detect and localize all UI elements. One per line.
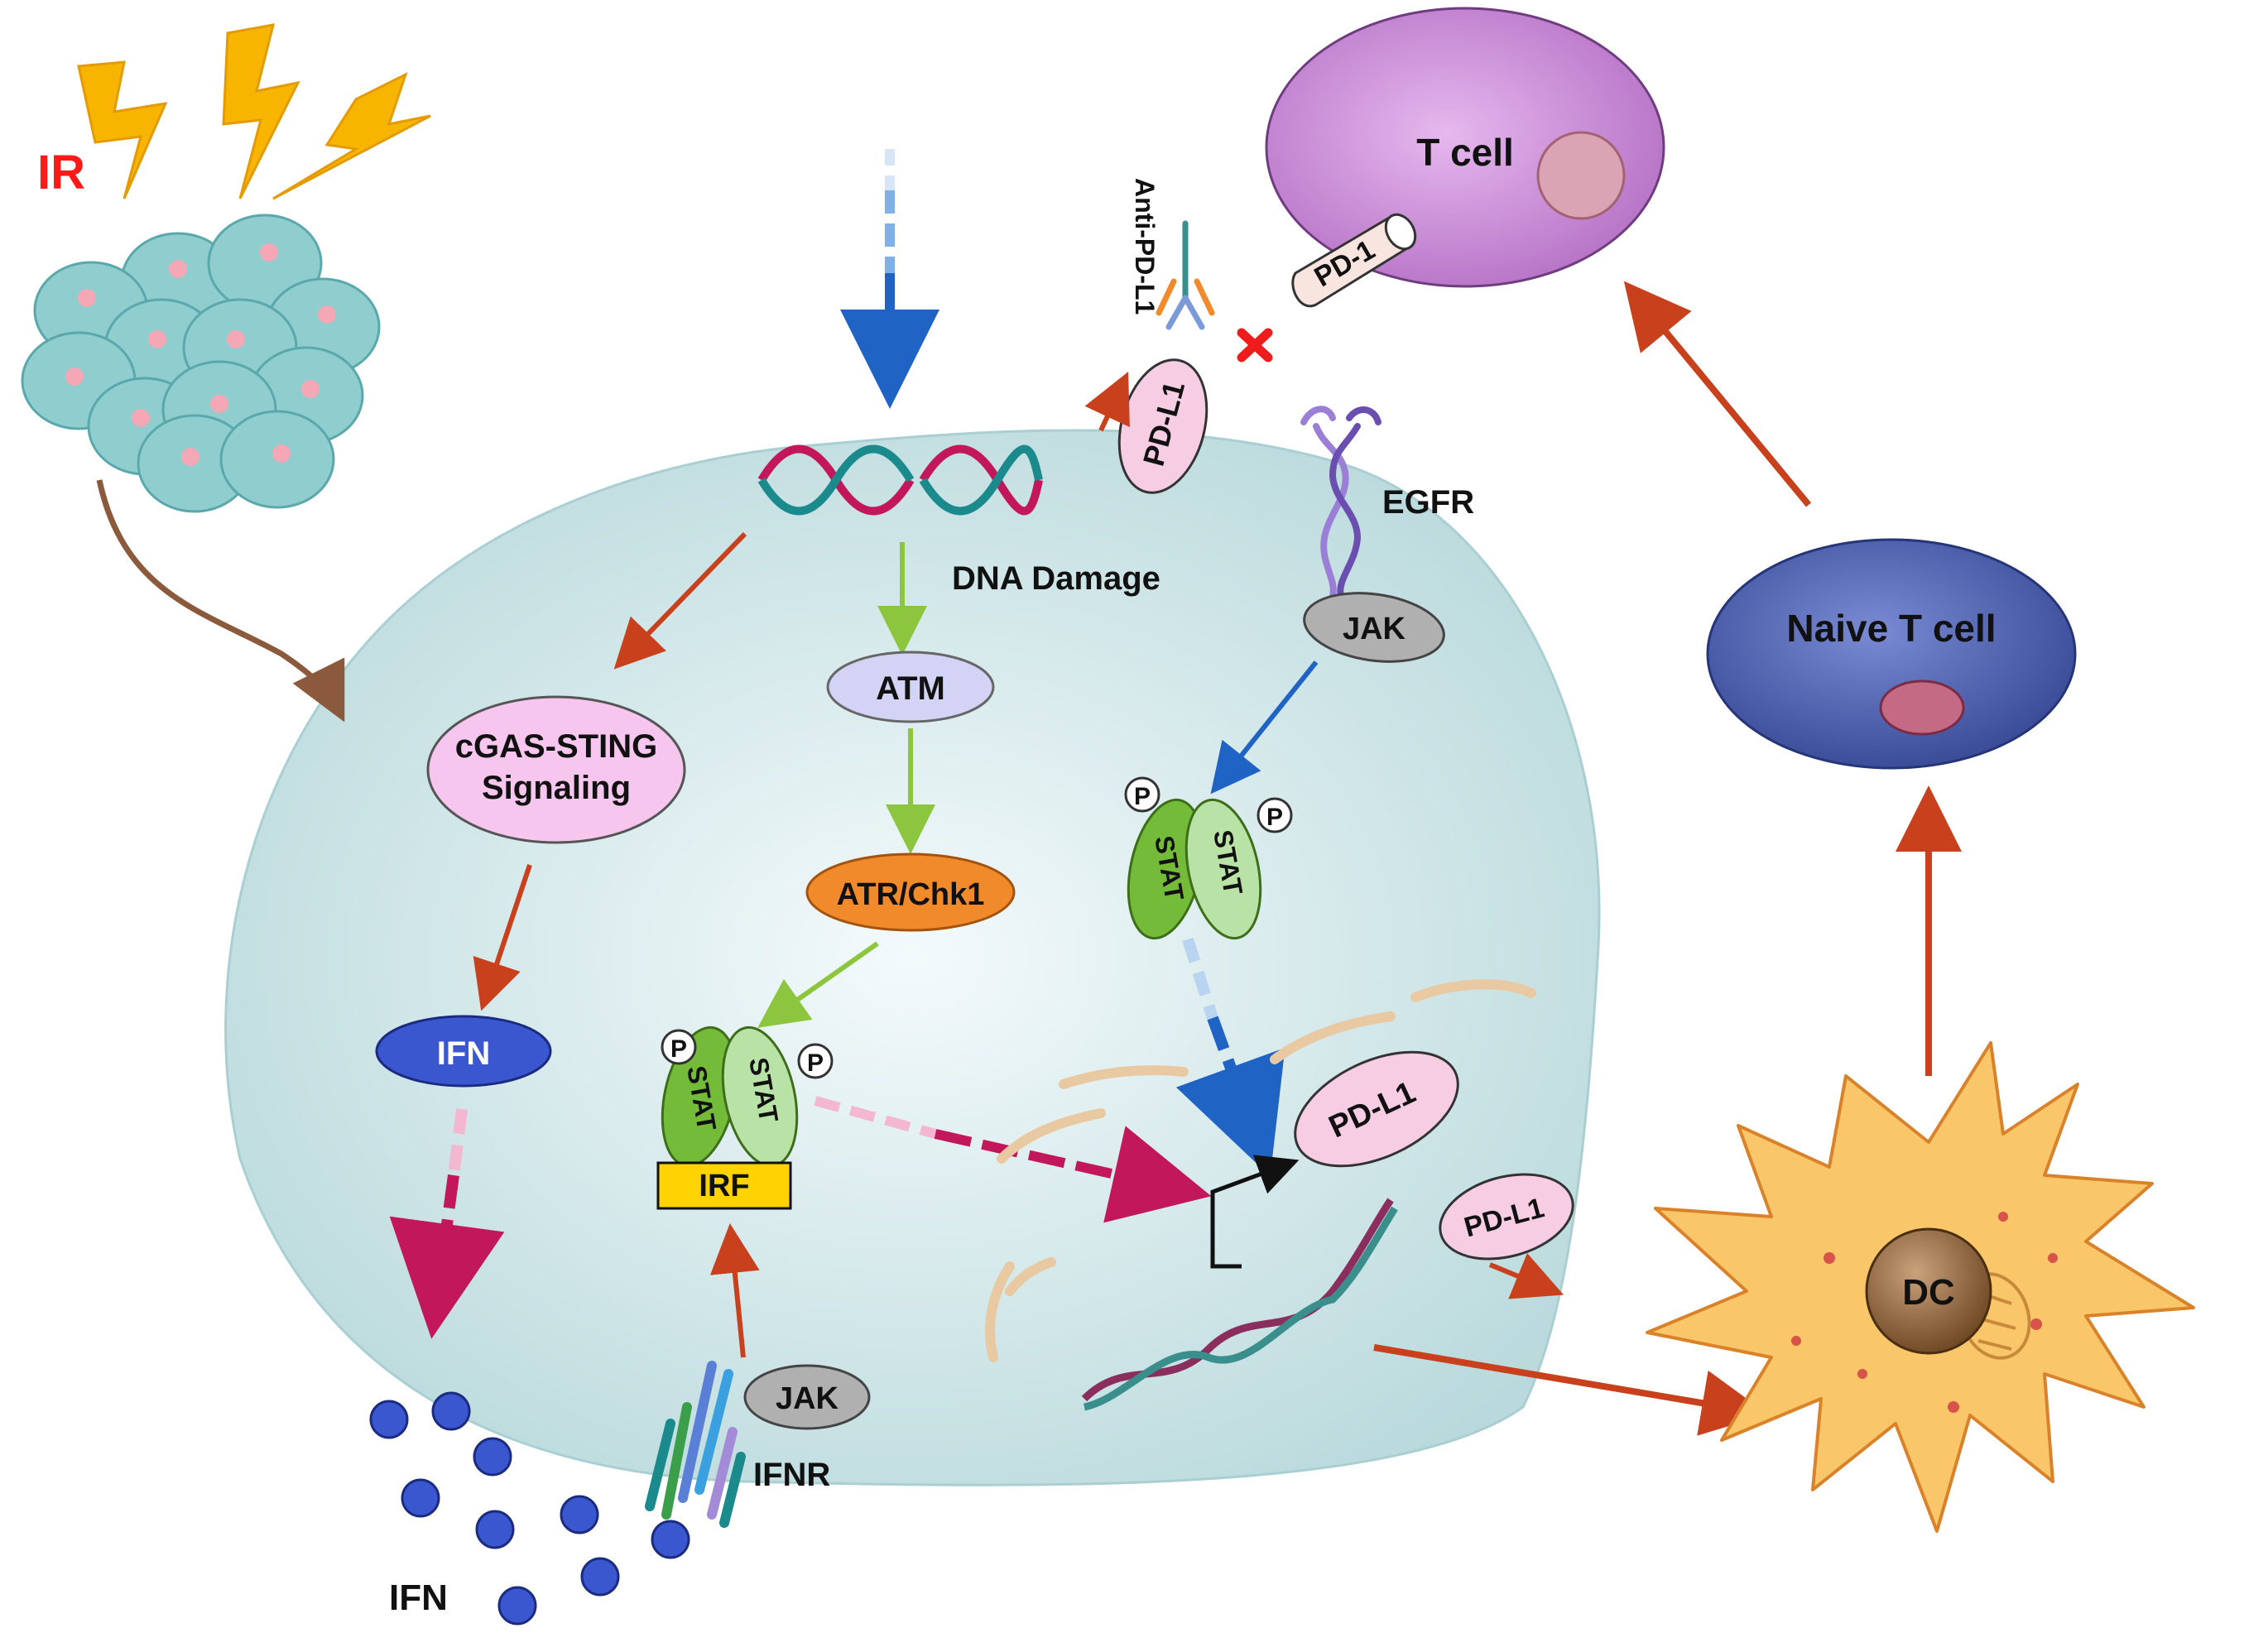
naive-t-cell-label: Naive T cell [1786, 607, 1996, 650]
ir-label: IR [37, 146, 85, 199]
cell-to-dc-arrow [1373, 1344, 1768, 1436]
jak-label-bottom: JAK [776, 1381, 839, 1416]
ifn-node-label: IFN [437, 1035, 490, 1072]
t-cell [1265, 7, 1665, 288]
ifnr-to-irf-arrow [709, 1223, 760, 1358]
phospho-badge [661, 1029, 697, 1065]
phospho-label: P [1134, 783, 1151, 810]
phospho-label: P [670, 1035, 687, 1063]
phospho-label: P [1266, 804, 1283, 831]
dna-damage-label: DNA Damage [952, 560, 1160, 597]
dc-nucleus [1865, 1227, 1992, 1355]
lightning-icon [77, 23, 431, 200]
naive-t-cell-nucleus [1879, 680, 1965, 736]
atr-chk1-node [805, 852, 1016, 932]
phospho-label: P [807, 1049, 824, 1077]
cgas-to-ifn-arrow [473, 864, 532, 1011]
stat-dimer-right: STAT STAT P P [1124, 776, 1293, 940]
phospho-badge [1257, 797, 1293, 833]
naive-to-tcell-arrow [1623, 281, 1812, 507]
t-cell-label: T cell [1416, 131, 1514, 174]
ifn-secretion-arrow [389, 1108, 505, 1339]
cgas-sting-label-line1: cGAS-STING [455, 728, 657, 765]
ifnr-label: IFNR [753, 1457, 830, 1493]
jak-to-stat-arrow [1210, 660, 1319, 795]
dc-label: DC [1902, 1272, 1955, 1313]
pdl1-nuclear [1294, 1050, 1459, 1168]
pdl1-release-arrow [1488, 1253, 1564, 1299]
atr-chk1-label: ATR/Chk1 [837, 877, 985, 912]
secreted-ifn-molecules [369, 1391, 690, 1626]
promoter-arrow [1210, 1155, 1300, 1269]
irf-label: IRF [699, 1169, 749, 1203]
t-cell-nucleus [1536, 131, 1626, 220]
naive-t-cell [1706, 538, 2077, 770]
egfr-label: EGFR [1382, 484, 1474, 521]
anti-pdl1-label: Anti-PD-L1 [1130, 178, 1160, 315]
atr-to-stat-arrow [757, 941, 879, 1028]
ifnr-receptor [645, 1361, 746, 1528]
cgas-sting-node [426, 695, 686, 844]
ifn-node [375, 1015, 552, 1088]
pd1-receptor [1291, 213, 1417, 308]
anti-pdl1-antibody-icon [1156, 220, 1215, 330]
dna-to-cgas-arrow [613, 531, 747, 670]
ir-to-cell-arrow [96, 479, 345, 723]
jak-node-bottom [743, 1364, 871, 1430]
stat-dimer-left: STAT STAT P P [661, 1025, 834, 1168]
tumor-cell-body [224, 429, 1601, 1486]
egfr-receptor [1300, 406, 1381, 599]
phospho-badge [1124, 776, 1160, 813]
ifn-secreted-label: IFN [389, 1578, 448, 1618]
phospho-badge [797, 1043, 834, 1079]
irf-box [656, 1161, 792, 1210]
jak-node-top [1303, 592, 1445, 663]
pdl1-gene-helix [1081, 1198, 1398, 1411]
dc-granules [1791, 1212, 2058, 1413]
nuclear-envelope [985, 979, 1536, 1362]
jak-label-top: JAK [1343, 612, 1406, 646]
pdl1-membrane-arrow [1084, 372, 1130, 432]
atm-node [826, 651, 995, 723]
tumor-cell-cluster [21, 214, 381, 513]
stat-to-nucleus-arrow [1175, 937, 1285, 1177]
block-x-icon [1237, 328, 1273, 363]
cgas-sting-label-line2: Signaling [482, 770, 631, 806]
dna-helix-icon [757, 444, 1043, 516]
stat-to-promoter-arrow [814, 1096, 1212, 1223]
atm-label: ATM [876, 670, 945, 707]
